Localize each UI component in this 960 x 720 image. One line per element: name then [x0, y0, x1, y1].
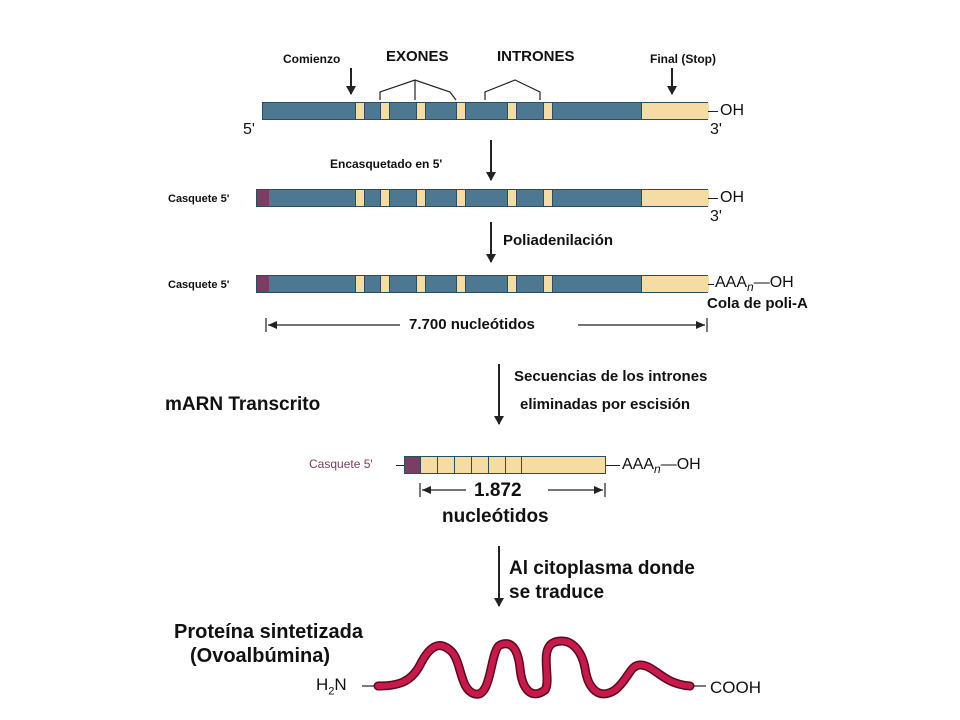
polyadenylated-bar — [256, 275, 709, 293]
mrna-length-value: 1.872 — [474, 480, 522, 501]
mature-mrna-bar — [404, 456, 606, 474]
stop-label: Final (Stop) — [650, 52, 716, 66]
splicing-label-line2: eliminadas por escisión — [520, 396, 691, 413]
polya-tail-label: Cola de poli-A — [707, 295, 808, 312]
oh-end: OH — [720, 102, 744, 119]
exon-segment — [355, 103, 365, 119]
protein-title-line2: (Ovoalbúmina) — [190, 645, 331, 667]
cap-label: Casquete 5' — [168, 193, 230, 205]
three-prime-label: 3' — [710, 208, 722, 225]
cap-block — [405, 457, 420, 473]
cap-block — [257, 276, 269, 292]
exon-segment — [456, 103, 466, 119]
polyadenylation-label: Poliadenilación — [503, 232, 614, 249]
terminal-exon — [641, 103, 709, 119]
start-label: Comienzo — [283, 52, 341, 66]
exons-label: EXONES — [386, 48, 449, 65]
cap-label: Casquete 5' — [168, 279, 230, 291]
n-terminus-label: H2N — [316, 675, 347, 698]
translation-label-line2: se traduce — [509, 582, 605, 603]
stop-arrow — [667, 68, 677, 95]
translation-arrow — [494, 546, 504, 607]
five-prime-label: 5' — [243, 121, 255, 138]
mrna-length-unit: nucleótidos — [442, 506, 549, 527]
mrna-cap-label: Casquete 5' — [309, 457, 373, 471]
exon-segment — [380, 103, 390, 119]
mrna-transcript-label: mARN Transcrito — [165, 394, 321, 415]
pre-mrna-bar — [262, 102, 709, 120]
capping-label: Encasquetado en 5' — [330, 157, 443, 171]
three-prime-label: 3' — [710, 121, 722, 138]
exon-segment — [507, 103, 517, 119]
capping-arrow — [486, 140, 496, 181]
polya-arrow — [486, 222, 496, 263]
introns-label: INTRONES — [497, 48, 575, 65]
translation-label-line1: Al citoplasma donde — [509, 558, 695, 579]
start-arrow — [346, 68, 356, 95]
exon-segment — [416, 103, 426, 119]
protein-title-line1: Proteína sintetizada — [174, 621, 363, 643]
capped-bar — [256, 189, 709, 207]
exon-segment — [543, 103, 553, 119]
c-terminus-label: COOH — [710, 678, 761, 697]
mrna-tail-text: AAAn—OH — [622, 456, 701, 477]
oh-end: OH — [720, 189, 744, 206]
pre-mrna-length: 7.700 nucleótidos — [409, 316, 535, 333]
cap-block — [257, 190, 269, 206]
polya-tail-text: AAAn—OH — [715, 274, 794, 295]
protein-chain-fill — [375, 638, 693, 697]
splicing-arrow — [494, 364, 504, 425]
splicing-label-line1: Secuencias de los intrones — [514, 368, 708, 385]
